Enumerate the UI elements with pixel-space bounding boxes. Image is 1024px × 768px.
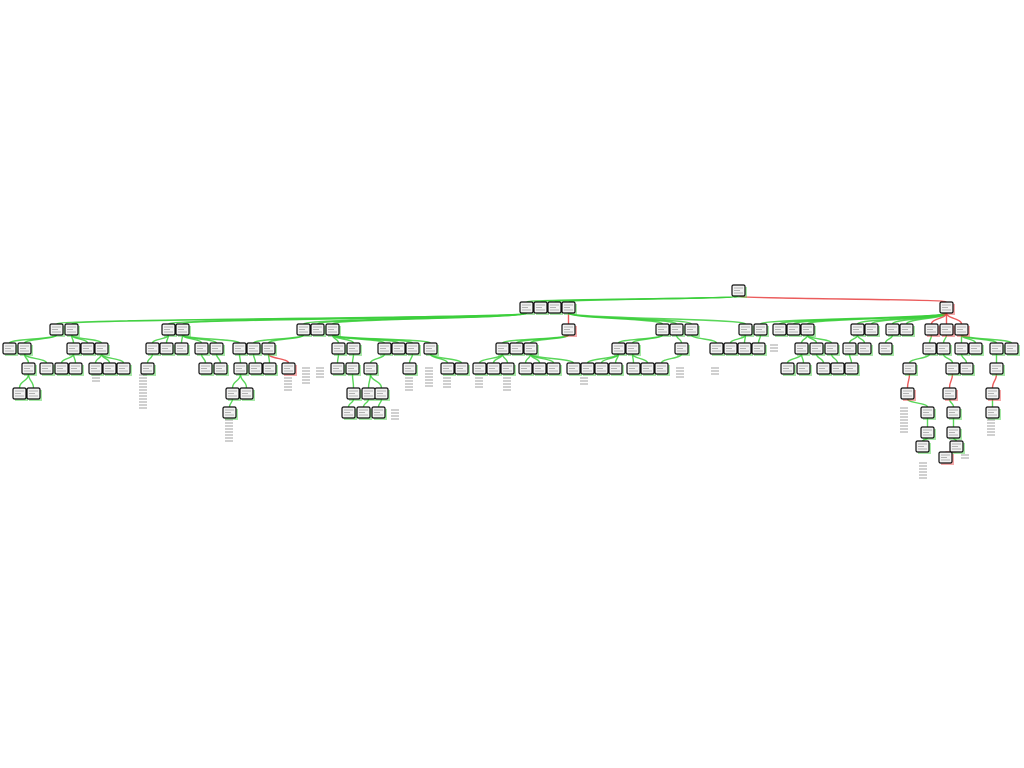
- support-link: [18, 373, 30, 389]
- support-link: [231, 373, 242, 389]
- support-link: [884, 334, 894, 344]
- support-link: [331, 334, 432, 344]
- support-link: [908, 353, 931, 364]
- oppose-link: [906, 373, 911, 389]
- support-link: [614, 353, 620, 364]
- support-link: [757, 334, 762, 344]
- support-link: [942, 353, 954, 364]
- support-link: [23, 353, 48, 364]
- support-link: [100, 353, 125, 364]
- support-link: [252, 353, 257, 364]
- support-link: [239, 373, 248, 389]
- support-link: [806, 334, 833, 344]
- support-link: [906, 398, 929, 408]
- support-link: [942, 334, 948, 344]
- support-link: [960, 353, 968, 364]
- support-link: [362, 398, 370, 408]
- support-link: [8, 334, 58, 344]
- support-link: [70, 334, 103, 344]
- support-link: [331, 312, 528, 325]
- support-link: [351, 373, 355, 389]
- support-link: [948, 398, 955, 408]
- support-link: [70, 312, 528, 325]
- support-link: [631, 334, 664, 344]
- support-link: [181, 334, 241, 344]
- support-link: [928, 334, 933, 344]
- support-link: [515, 334, 570, 344]
- support-link: [429, 353, 463, 364]
- support-link: [960, 334, 1013, 344]
- support-link: [617, 334, 664, 344]
- oppose-link: [991, 373, 998, 389]
- oppose-link: [945, 312, 963, 325]
- support-link: [200, 353, 207, 364]
- support-link: [408, 353, 414, 364]
- support-link: [238, 353, 242, 364]
- support-link: [830, 353, 839, 364]
- support-link: [347, 398, 355, 408]
- support-link: [567, 312, 747, 325]
- support-link: [252, 334, 305, 344]
- support-link: [267, 334, 305, 344]
- support-link: [848, 353, 853, 364]
- support-link: [336, 353, 340, 364]
- support-link: [660, 353, 683, 364]
- oppose-link: [737, 295, 948, 303]
- support-link: [367, 373, 372, 389]
- support-link: [369, 373, 383, 389]
- oppose-link: [267, 353, 290, 364]
- support-link: [567, 295, 740, 303]
- support-link: [146, 353, 154, 364]
- support-link: [675, 334, 683, 344]
- support-link: [72, 353, 77, 364]
- support-link: [377, 398, 383, 408]
- support-link: [369, 353, 386, 364]
- oppose-link: [948, 373, 954, 389]
- support-link: [815, 353, 825, 364]
- support-link: [856, 334, 866, 344]
- support-link: [228, 398, 234, 408]
- support-link: [529, 353, 575, 364]
- support-link: [501, 353, 509, 364]
- support-link: [215, 353, 222, 364]
- support-link: [23, 334, 58, 344]
- support-link: [690, 334, 718, 344]
- support-link: [165, 334, 170, 344]
- support-link: [27, 373, 35, 389]
- support-link: [800, 353, 805, 364]
- support-link: [631, 353, 649, 364]
- support-link: [743, 334, 747, 344]
- support-link: [351, 353, 355, 364]
- support-link: [529, 334, 570, 344]
